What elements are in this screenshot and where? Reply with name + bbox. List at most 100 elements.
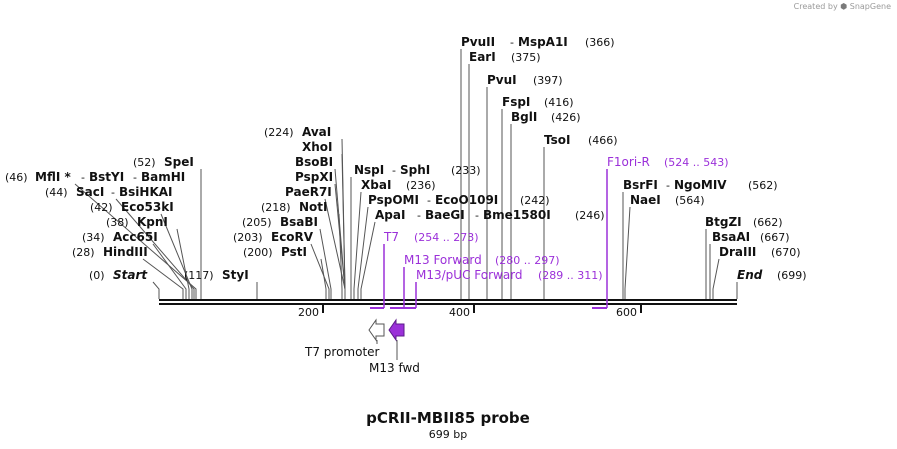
leader-line	[310, 243, 330, 299]
site-eari: EarI (375)	[469, 50, 541, 64]
leader-line	[152, 243, 187, 299]
site-label-part: BamHI	[141, 170, 185, 184]
site-bsobi: BsoBI	[295, 155, 333, 169]
feature-arrow-icon	[368, 318, 385, 342]
site-label-part: (42)	[90, 201, 113, 214]
site-label-part: (662)	[753, 216, 783, 229]
primer-name: T7	[383, 230, 399, 244]
site-label-part: (44)	[45, 186, 68, 199]
site-label-part: MspA1I	[518, 35, 568, 49]
credit-brand: SnapGene	[849, 2, 891, 11]
site-label-part: (34)	[82, 231, 105, 244]
leader-line	[142, 258, 184, 299]
site-spei: (52)SpeI	[133, 155, 194, 169]
site-label-part: (218)	[261, 201, 291, 214]
site-label-part: XbaI	[361, 178, 391, 192]
site-label-part: (564)	[675, 194, 705, 207]
leader-line	[320, 258, 327, 299]
site-btgzi: BtgZI(662)	[705, 215, 783, 229]
site-label-part: (203)	[233, 231, 263, 244]
site-acc65i: (34)Acc65I	[82, 230, 158, 244]
primer-name: M13/pUC Forward	[416, 268, 523, 282]
snapgene-credit: Created by ⬢ SnapGene	[794, 2, 891, 11]
site-nspi: NspI-SphI(233)	[354, 163, 481, 177]
leader-line	[319, 228, 332, 299]
primer-range: (524 .. 543)	[664, 156, 729, 169]
primer-m13fwd: M13 Forward (280 .. 297)	[390, 253, 560, 309]
site-pvui: PvuI(397)	[487, 73, 563, 87]
leader-line	[624, 206, 631, 299]
leader-line	[357, 206, 369, 299]
site-label-part: (224)	[264, 126, 294, 139]
tick-label: 600	[616, 306, 637, 319]
feature-label: T7 promoter	[304, 345, 380, 359]
site-label-part: (426)	[551, 111, 581, 124]
site-label-part: (466)	[588, 134, 618, 147]
site-label-part: -	[417, 209, 421, 222]
feature-arrow-icon	[388, 318, 405, 342]
site-label-part: NaeI	[630, 193, 661, 207]
primer-range: (280 .. 297)	[495, 254, 560, 267]
primer-range: (254 .. 273)	[414, 231, 479, 244]
primer-f1ori: F1ori-R (524 .. 543)	[592, 155, 729, 309]
site-end: End(699)	[737, 268, 807, 282]
site-label-part: PspXI	[295, 170, 333, 184]
primer-name: M13 Forward	[404, 253, 482, 267]
site-label-part: (375)	[511, 51, 541, 64]
site-label-part: EarI	[469, 50, 496, 64]
site-start: (0)Start	[89, 268, 148, 282]
site-naei: NaeI (564)	[630, 193, 705, 207]
site-label-part: Start	[113, 268, 148, 282]
site-noti: (218) NotI	[261, 200, 328, 214]
site-label-part: (667)	[760, 231, 790, 244]
leader-line	[341, 138, 346, 299]
primer-t7: T7 (254 .. 273)	[370, 230, 479, 309]
site-label-part: -	[427, 194, 431, 207]
site-label-part: (117)	[184, 269, 214, 282]
site-label-part: BsrFI	[623, 178, 658, 192]
site-label-part: BstYI	[89, 170, 124, 184]
leader-line	[712, 258, 720, 299]
site-label-part: BsiHKAI	[119, 185, 173, 199]
site-eco53ki: (42) Eco53kI	[90, 200, 174, 214]
site-label-part: PstI	[281, 245, 307, 259]
site-label-part: (562)	[748, 179, 778, 192]
site-label-part: PaeR7I	[285, 185, 332, 199]
site-label-part: KpnI	[137, 215, 168, 229]
site-label-part: AvaI	[302, 125, 331, 139]
site-mlfi: (46)MflI *-BstYI-BamHI	[5, 170, 185, 184]
site-label-part: PvuI	[487, 73, 517, 87]
site-label-part: TsoI	[544, 133, 570, 147]
site-label-part: BsaAI	[712, 230, 750, 244]
credit-text: Created by	[793, 2, 838, 11]
site-label-part: (236)	[406, 179, 436, 192]
feature-t7-promoter: T7 promoter	[304, 318, 385, 359]
site-fspi: FspI(416)	[502, 95, 574, 109]
site-label-part: (366)	[585, 36, 615, 49]
site-label-part: (242)	[520, 194, 550, 207]
site-label-part: (28)	[72, 246, 95, 259]
site-label-part: NspI	[354, 163, 384, 177]
site-label-part: Eco53kI	[121, 200, 174, 214]
tick-label: 400	[449, 306, 470, 319]
site-label-part: SphI	[400, 163, 430, 177]
site-kpni: (38)KpnI	[106, 215, 168, 229]
site-label-part: EcoRV	[271, 230, 314, 244]
primer-name: F1ori-R	[607, 155, 650, 169]
site-label-part: FspI	[502, 95, 530, 109]
site-label-part: BglI	[511, 110, 537, 124]
site-hindiii: (28)HindIII	[72, 245, 148, 259]
site-bsaai: BsaAI (667)	[712, 230, 790, 244]
leader-line	[160, 213, 193, 299]
site-styi: (117)StyI	[184, 268, 249, 282]
site-label-part: DraIII	[719, 245, 756, 259]
site-label-part: NgoMIV	[674, 178, 727, 192]
site-xbai: XbaI (236)	[361, 178, 436, 192]
site-pspxi: PspXI	[295, 170, 333, 184]
site-label-part: -	[81, 171, 85, 184]
primer-m13puc: M13/pUC Forward(289 .. 311)	[397, 268, 603, 309]
leader-line	[115, 198, 195, 299]
site-draiii: DraIII(670)	[719, 245, 801, 259]
site-label-part: NotI	[299, 200, 328, 214]
